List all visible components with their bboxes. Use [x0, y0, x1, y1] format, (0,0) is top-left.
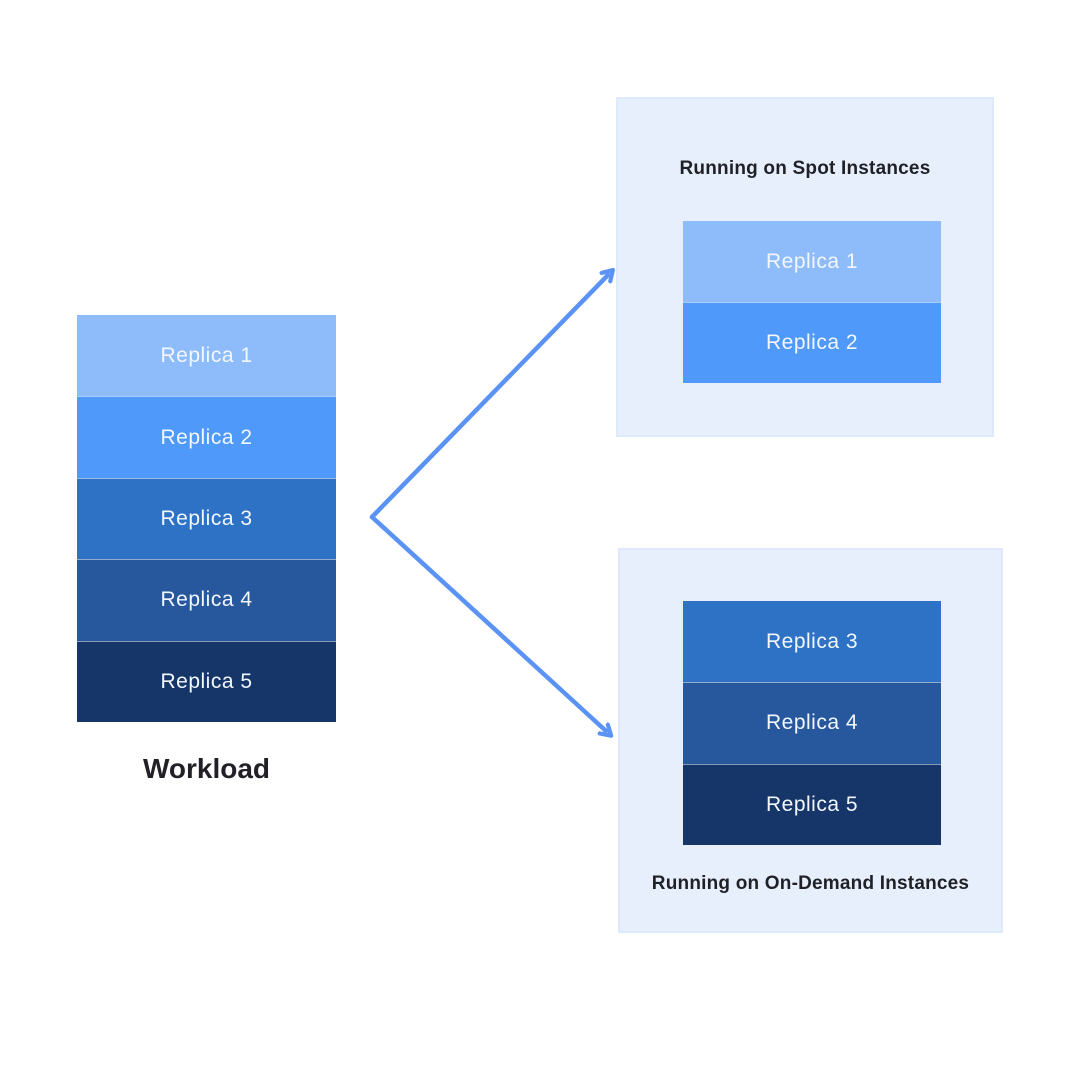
- on-demand-replica-4-label: Replica 4: [765, 711, 859, 735]
- on-demand-replica-stack: Replica 3 Replica 4 Replica 5: [683, 601, 941, 845]
- workload-replica-5-block: Replica 5: [77, 640, 336, 722]
- workload-replica-1-label: Replica 1: [160, 343, 253, 367]
- on-demand-replica-4-block: Replica 4: [683, 682, 941, 764]
- spot-panel-title: Running on Spot Instances: [679, 158, 931, 179]
- workload-replica-3-label: Replica 3: [160, 506, 253, 530]
- workload-replica-2-block: Replica 2: [77, 396, 336, 478]
- on-demand-replica-5-label: Replica 5: [765, 792, 859, 816]
- workload-caption: Workload: [142, 753, 271, 784]
- spot-replica-1-block: Replica 1: [683, 221, 941, 302]
- on-demand-panel-title: Running on On-Demand Instances: [651, 873, 970, 894]
- on-demand-replica-3-label: Replica 3: [765, 629, 859, 653]
- spot-replica-1-label: Replica 1: [765, 249, 859, 273]
- arrow-to-spot-icon: [369, 275, 608, 520]
- workload-replica-2-label: Replica 2: [160, 425, 253, 449]
- arrow-to-on-demand-icon: [369, 514, 606, 731]
- spot-instances-panel: Running on Spot Instances Replica 1 Repl…: [616, 97, 994, 437]
- workload-replica-1-block: Replica 1: [77, 315, 336, 397]
- spot-replica-2-block: Replica 2: [683, 302, 941, 383]
- spot-replica-2-label: Replica 2: [765, 331, 859, 354]
- workload-stack: Replica 1 Replica 2 Replica 3 Replica 4 …: [77, 315, 336, 722]
- workload-replica-5-label: Replica 5: [160, 669, 253, 693]
- on-demand-replica-3-block: Replica 3: [683, 601, 941, 683]
- on-demand-replica-5-block: Replica 5: [683, 763, 941, 845]
- workload-replica-3-block: Replica 3: [77, 477, 336, 560]
- workload-replica-4-block: Replica 4: [77, 559, 336, 641]
- on-demand-instances-panel: Replica 3 Replica 4 Replica 5 Running on…: [618, 548, 1003, 933]
- spot-replica-stack: Replica 1 Replica 2: [683, 221, 941, 383]
- workload-replica-4-label: Replica 4: [160, 588, 253, 612]
